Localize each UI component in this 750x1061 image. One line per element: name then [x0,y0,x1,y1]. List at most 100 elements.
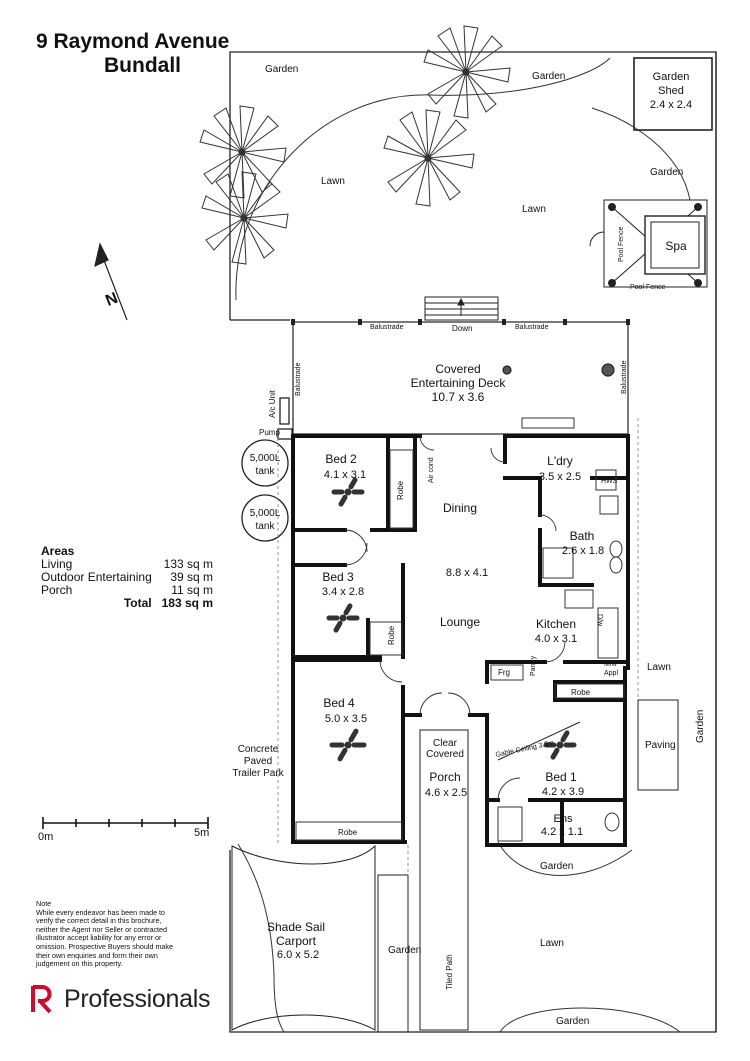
north-label: N [103,290,120,310]
down-label: Down [452,324,472,333]
garden-label: Garden [265,64,298,75]
brand-name: Professionals [64,984,211,1013]
garden-label: Garden [388,945,421,956]
note-body: While every endeavor has been made to ve… [36,907,174,969]
bed4-size: 5.0 x 3.5 [325,713,367,725]
lounge-name: Lounge [440,615,480,629]
robe-label: Robe [571,688,591,697]
paving-label: Paving [645,740,676,751]
pump-label: Pump [259,428,280,437]
scale-end: 5m [194,827,209,839]
bed2-size: 4.1 x 3.1 [324,469,366,481]
robe-label: Robe [338,828,358,837]
garden-label: Garden [540,861,573,872]
carport [231,844,376,1031]
lawn-label: Lawn [647,662,671,673]
garden-shed [633,57,713,131]
ac-unit-label: A/c Unit [268,389,277,418]
tiled-path-label: Tiled Path [445,954,454,990]
laundry-size: 3.5 x 2.5 [539,471,581,483]
garden-beds [235,57,691,1033]
scale-start: 0m [38,831,53,843]
ensuite-name: Ens [554,813,573,825]
ceiling-fan-icon [543,730,577,760]
lawn-label: Lawn [321,176,345,187]
ensuite-size: 4.2 x 1.1 [541,826,583,838]
garden-label: Garden [556,1016,589,1027]
palm-tree-icon [423,25,511,119]
palm-tree-icon [383,109,475,207]
fixtures [490,417,623,842]
palm-tree-icon [201,171,289,265]
lower-structures [377,699,679,1033]
scale-bar: 0m 5m [38,817,209,843]
palm-tree-icon [199,105,287,199]
ceiling-fans [326,477,577,762]
area-label: Living [41,557,73,571]
balustrade-label: Balustrade [515,324,549,331]
water-tanks [241,397,293,542]
balustrade-label: Balustrade [621,360,628,394]
deck-size: 10.7 x 3.6 [432,390,485,404]
agency-brand: Professionals [30,984,210,1014]
robe-label: Robe [396,480,405,500]
bed1-name: Bed 1 [545,770,577,784]
kitchen-name: Kitchen [536,617,576,631]
palm-trees [199,25,511,265]
dining-name: Dining [443,501,477,515]
note-heading: Note [36,899,52,908]
dishwasher-label: D/w [596,614,603,627]
spa-area [589,199,708,288]
porch-size: 4.6 x 2.5 [425,787,467,799]
robes [295,449,625,841]
pool-fence-label: Pool Fence [630,284,666,291]
porch-name: Porch [429,770,460,784]
garden-label: Garden [650,167,683,178]
deck-steps [424,296,499,321]
kitchen-size: 4.0 x 3.1 [535,633,577,645]
area-total-value: 183 sq m [161,596,213,610]
lawn-label: Lawn [522,204,546,215]
door-swings [344,435,566,801]
area-label: Outdoor Entertaining [41,570,152,584]
balustrade-label: Balustrade [370,324,404,331]
pool-fence-label: Pool Fence [618,226,625,262]
area-value: 11 sq m [171,583,213,597]
laundry-name: L'dry [547,454,573,468]
ceiling-fan-icon [331,477,365,507]
ceiling-fan-icon [326,603,360,633]
deck-posts [291,319,630,325]
lounge-size: 8.8 x 4.1 [446,567,488,579]
ceiling-fan-icon [329,728,367,762]
address-street: 9 Raymond Avenue [36,30,230,53]
property-boundary [229,51,717,1033]
garden-label: Garden [695,710,706,743]
property-address: 9 Raymond Avenue Bundall [36,30,229,78]
covered-deck [292,321,629,435]
bed1-size: 4.2 x 3.9 [542,786,584,798]
bed4-name: Bed 4 [323,696,355,710]
spa-name: Spa [665,239,687,253]
north-arrow-icon: N [94,242,128,321]
hws-label: HWS [601,478,618,485]
bed3-size: 3.4 x 2.8 [322,586,364,598]
bath-size: 2.6 x 1.8 [562,545,604,557]
disclaimer-note: Note While every endeavor has been made … [36,899,178,969]
air-cond-label: Air cond [428,457,435,483]
site-labels: Garden Garden Garden Lawn Lawn Lawn Lawn… [232,64,706,1027]
garden-label: Garden [532,71,565,82]
pantry-label: Pantry [530,655,537,676]
